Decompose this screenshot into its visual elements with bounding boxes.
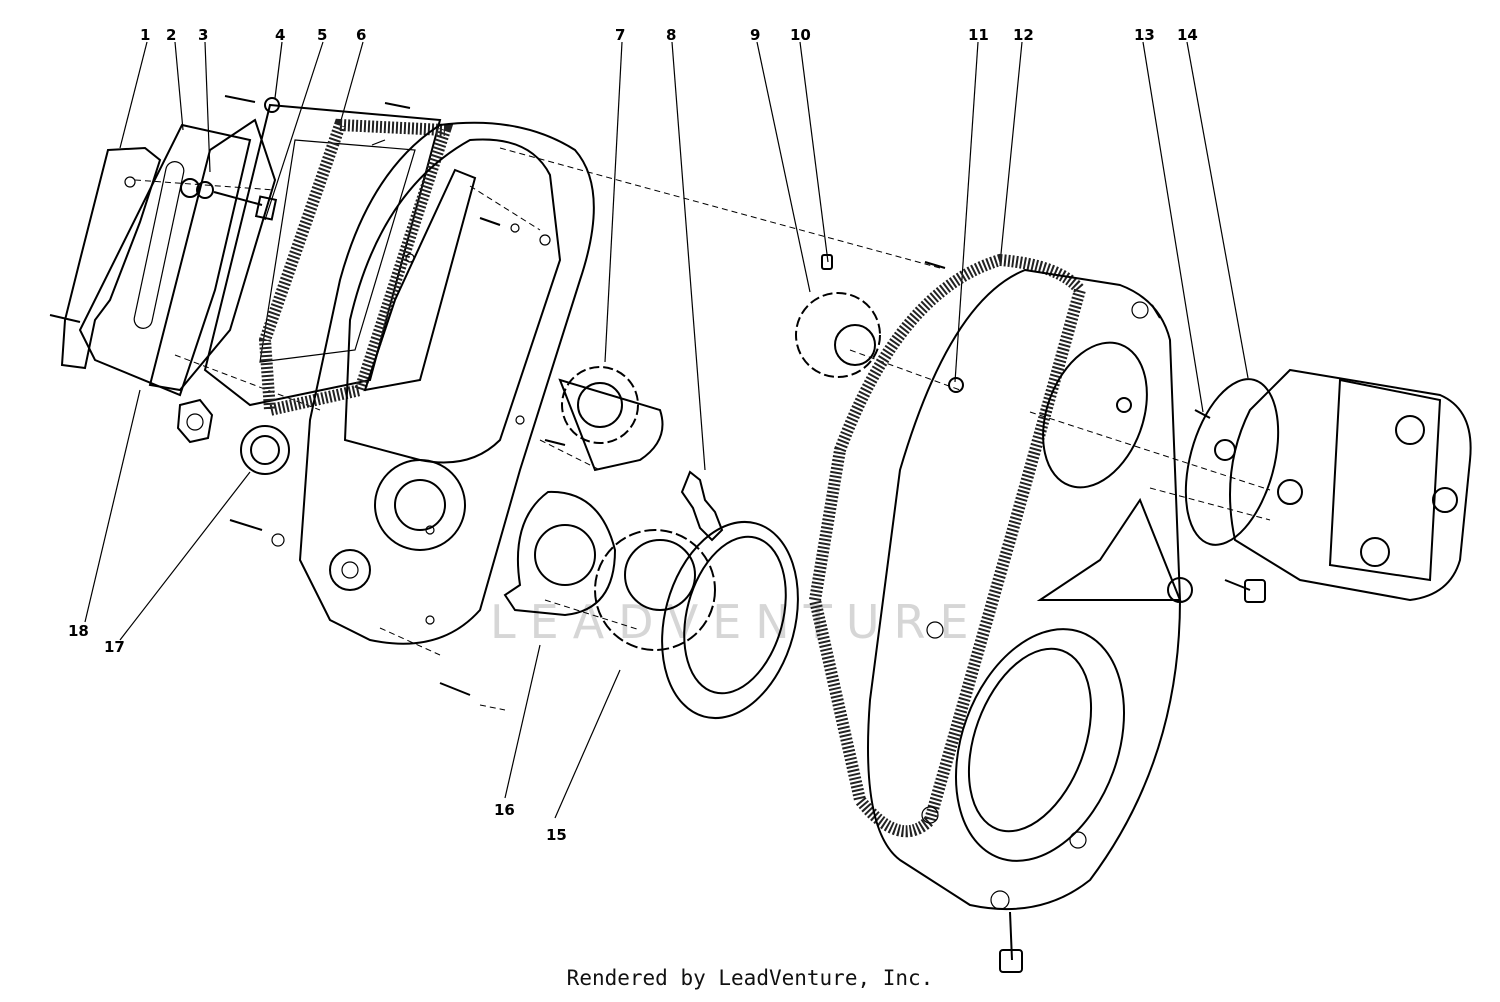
callout-labels: 1 2 3 4 5 6 7 8 9 10 11 12 13 14 15 16 1… [68,26,1198,844]
callout-16: 16 [494,801,515,819]
callout-5: 5 [317,26,327,44]
callout-9: 9 [750,26,760,44]
part-7-idler-sprocket [544,366,664,472]
callout-14: 14 [1177,26,1198,44]
part-6-gasket [258,118,454,418]
callout-3: 3 [198,26,208,44]
callout-10: 10 [790,26,811,44]
part-9-sprocket [795,254,946,378]
watermark: LEADVENTURE [490,595,983,649]
seal-ring [439,520,799,720]
part-16-shim [503,490,617,617]
part-5-frame-plate [203,103,442,407]
part-14-gear-housing [1184,368,1472,603]
callout-12: 12 [1013,26,1034,44]
callout-11: 11 [968,26,989,44]
part-18-cover-plate [148,118,277,392]
part-15-drive-sprocket [594,529,716,651]
callout-7: 7 [615,26,625,44]
part-17-bearing-nut [176,398,290,547]
callout-2: 2 [166,26,176,44]
callout-6: 6 [356,26,366,44]
callout-1: 1 [140,26,150,44]
callout-17: 17 [104,638,125,656]
part-3-washer-bolt [49,95,411,323]
part-2-slotted-plate [78,123,252,397]
part-1-bracket-plate [60,146,162,370]
inner-case-cover [298,121,595,645]
callout-8: 8 [666,26,676,44]
part-8-chain [680,470,724,542]
callout-13: 13 [1134,26,1155,44]
callout-15: 15 [546,826,567,844]
outer-chaincase [867,268,1193,973]
leader-lines [84,41,1249,819]
callout-18: 18 [68,622,89,640]
part-12-gasket [808,253,1087,838]
footer-credit: Rendered by LeadVenture, Inc. [566,966,934,990]
callout-4: 4 [275,26,285,44]
